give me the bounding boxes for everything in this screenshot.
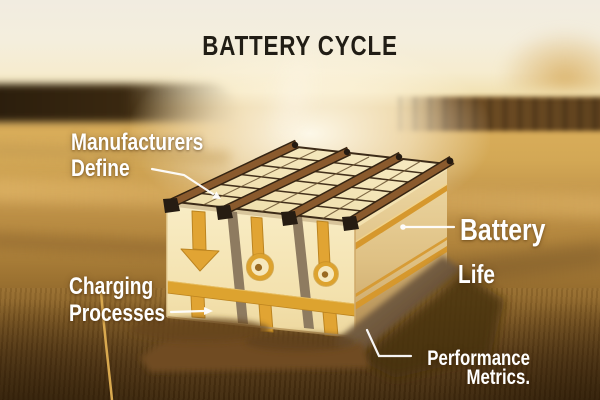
ground-shadow bbox=[130, 256, 505, 378]
down-arrow-icon bbox=[180, 210, 220, 272]
distant-hill bbox=[498, 28, 600, 90]
leader-manufacturers bbox=[150, 167, 215, 196]
battery-front-face bbox=[166, 201, 356, 338]
label-line: Metrics. bbox=[466, 366, 531, 389]
label-line: Performance bbox=[427, 347, 530, 370]
label-performance-metrics: Performance Metrics. bbox=[418, 347, 531, 389]
label-line: Processes bbox=[69, 300, 166, 327]
strap bbox=[322, 311, 339, 337]
battery-pack bbox=[130, 139, 505, 378]
label-line: Define bbox=[71, 155, 130, 182]
strap bbox=[190, 294, 206, 319]
label-charging-processes: Charging Processes bbox=[69, 273, 165, 327]
leader-arrowhead-icon bbox=[204, 307, 213, 315]
leader-charging bbox=[169, 309, 206, 314]
label-line: Manufacturers bbox=[71, 129, 204, 156]
seal-icon bbox=[245, 252, 275, 282]
label-battery: Battery bbox=[460, 212, 546, 247]
battery-top-face bbox=[163, 139, 455, 231]
leader-performance bbox=[365, 328, 413, 358]
top-rails bbox=[163, 139, 455, 231]
leader-lines bbox=[150, 167, 456, 358]
page-title: BATTERY CYCLE bbox=[202, 30, 398, 61]
seal-icon bbox=[313, 261, 339, 287]
wheat-stalk bbox=[99, 291, 114, 400]
rail-caps bbox=[163, 198, 359, 231]
label-line: Charging bbox=[69, 273, 154, 300]
label-life: Life bbox=[458, 259, 495, 289]
strap bbox=[250, 216, 265, 258]
strap bbox=[316, 220, 331, 266]
label-manufacturers-define: Manufacturers Define bbox=[71, 130, 203, 182]
leader-arrowhead-icon bbox=[212, 191, 221, 199]
